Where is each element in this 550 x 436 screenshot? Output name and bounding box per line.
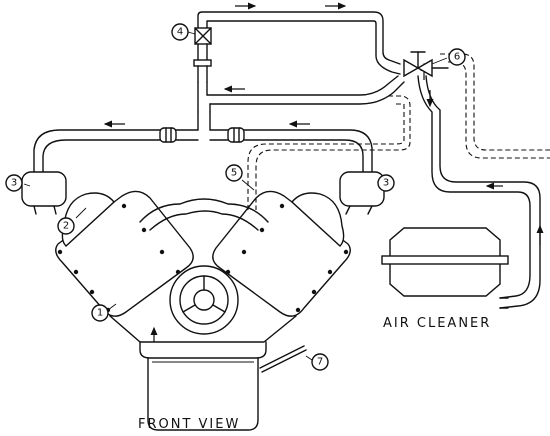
breather-cap-left — [21, 171, 67, 215]
callout-1: 1 — [91, 304, 109, 322]
callout-5-label: 5 — [231, 168, 237, 179]
air-cleaner-caption: AIR CLEANER — [383, 316, 491, 331]
dashed-alternate-lines — [247, 53, 550, 210]
callout-3-right-label: 3 — [383, 178, 389, 189]
valve-6 — [403, 51, 449, 78]
front-view-caption: FRONT VIEW — [138, 417, 240, 432]
manifold-fittings — [159, 127, 245, 143]
engine-block — [55, 190, 351, 431]
air-cleaner — [381, 227, 509, 309]
breather-cap-right — [339, 171, 385, 215]
callout-4: 4 — [171, 23, 189, 41]
vent-pipe-top — [197, 11, 401, 75]
callout-2: 2 — [57, 217, 75, 235]
callout-4-label: 4 — [177, 27, 183, 38]
callout-7: 7 — [311, 353, 329, 371]
callout-3-right: 3 — [377, 174, 395, 192]
crankshaft-pulley — [169, 265, 239, 335]
valve-4 — [194, 27, 212, 45]
callout-5: 5 — [225, 164, 243, 182]
callout-1-label: 1 — [97, 308, 103, 319]
callout-7-label: 7 — [317, 357, 323, 368]
manifold-pipe — [33, 75, 405, 173]
callout-3-left: 3 — [5, 174, 23, 192]
callout-2-label: 2 — [63, 221, 69, 232]
callout-3-left-label: 3 — [11, 178, 17, 189]
dipstick — [259, 345, 307, 373]
pipe-to-air-cleaner — [417, 75, 541, 309]
callout-6-label: 6 — [454, 52, 460, 63]
pipe-valve4-down — [193, 43, 212, 83]
callout-6: 6 — [448, 48, 466, 66]
